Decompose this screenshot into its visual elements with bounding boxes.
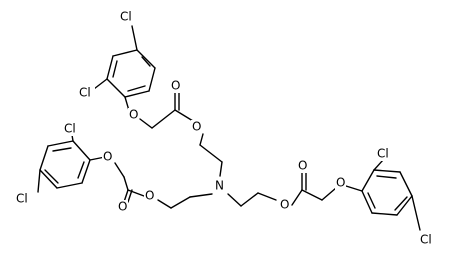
atom-label-background [419,233,436,247]
atom-label-o: O [118,200,127,214]
atom-label-background [78,86,95,100]
atom-label-background [376,147,393,161]
atom-label-background [214,179,225,193]
atom-label-background [335,176,346,190]
atom-label-cl: Cl [79,86,91,100]
atom-label-background [128,108,139,122]
atom-label-background [170,79,181,93]
atom-label-cl: Cl [120,10,132,24]
atom-label-o: O [171,79,180,93]
atom-label-o: O [280,198,289,212]
atom-label-background [297,159,308,173]
atom-label-o: O [336,176,345,190]
atom-label-o: O [145,189,154,203]
atom-label-o: O [192,120,201,134]
atom-label-background [279,198,290,212]
atom-label-background [63,122,80,136]
atom-label-background [191,120,202,134]
atom-label-cl: Cl [377,147,389,161]
atom-label-o: O [103,150,112,164]
atom-label-background [15,192,32,206]
bond-lines [37,25,421,231]
atom-label-cl: Cl [64,122,76,136]
atom-label-background [119,10,136,24]
atom-label-o: O [129,108,138,122]
atom-label-background [117,200,128,214]
atom-label-cl: Cl [16,192,28,206]
atom-label-n: N [215,179,224,193]
atom-label-background [102,150,113,164]
atom-label-background [144,189,155,203]
atom-label-o: O [298,159,307,173]
atom-label-cl: Cl [420,233,432,247]
